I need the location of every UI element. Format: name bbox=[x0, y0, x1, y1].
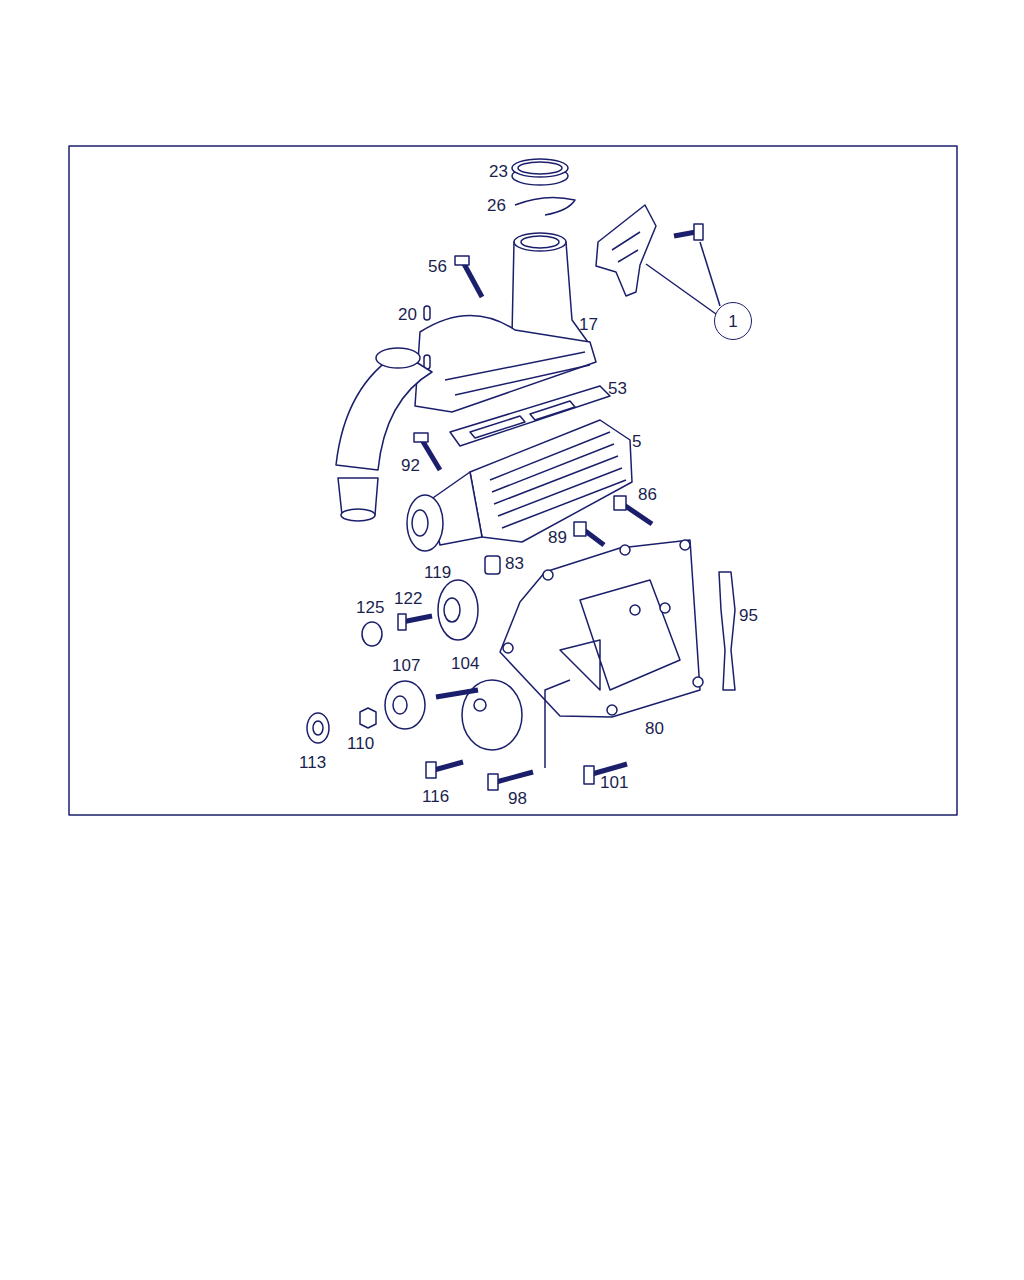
frame bbox=[69, 146, 957, 815]
callout-number: 119 bbox=[424, 564, 451, 581]
callout-number: 86 bbox=[638, 486, 657, 503]
callout-number: 5 bbox=[632, 433, 641, 450]
callout-number: 23 bbox=[489, 163, 508, 180]
callout-number: 83 bbox=[505, 555, 524, 572]
callout-number: 101 bbox=[600, 774, 628, 791]
callout-circle: 1 bbox=[714, 302, 752, 340]
callout-number: 53 bbox=[608, 380, 627, 397]
callout-number: 95 bbox=[739, 607, 758, 624]
callout-number: 89 bbox=[548, 529, 567, 546]
callout-number: 1 bbox=[728, 313, 737, 330]
callout-number: 56 bbox=[428, 258, 447, 275]
callout-number: 17 bbox=[579, 316, 598, 333]
callout-number: 80 bbox=[645, 720, 664, 737]
callout-number: 125 bbox=[356, 599, 384, 616]
callout-number: 92 bbox=[401, 457, 420, 474]
callout-number: 110 bbox=[347, 735, 374, 752]
callout-number: 122 bbox=[394, 590, 422, 607]
callout-number: 107 bbox=[392, 657, 420, 674]
callout-number: 113 bbox=[299, 754, 326, 771]
callout-number: 116 bbox=[422, 788, 449, 805]
callout-number: 104 bbox=[451, 655, 479, 672]
callout-number: 20 bbox=[398, 306, 417, 323]
callout-number: 26 bbox=[487, 197, 506, 214]
callout-number: 98 bbox=[508, 790, 527, 807]
